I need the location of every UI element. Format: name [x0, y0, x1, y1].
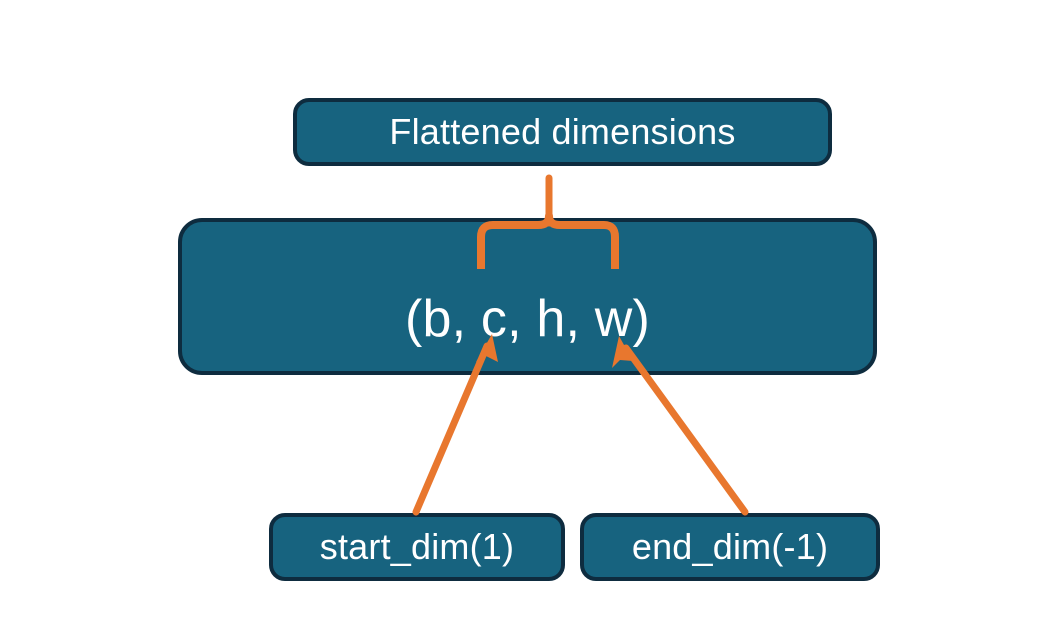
node-flattened-dimensions[interactable]: Flattened dimensions — [293, 98, 832, 166]
node-start-dim[interactable]: start_dim(1) — [269, 513, 565, 581]
node-end-dim[interactable]: end_dim(-1) — [580, 513, 880, 581]
node-start-dim-label: start_dim(1) — [319, 526, 515, 567]
node-flattened-dimensions-label: Flattened dimensions — [389, 111, 736, 152]
node-end-dim-label: end_dim(-1) — [631, 526, 829, 567]
node-tensor-shape-label: (b, c, h, w) — [404, 289, 651, 348]
node-tensor-shape[interactable]: (b, c, h, w) — [178, 218, 877, 375]
